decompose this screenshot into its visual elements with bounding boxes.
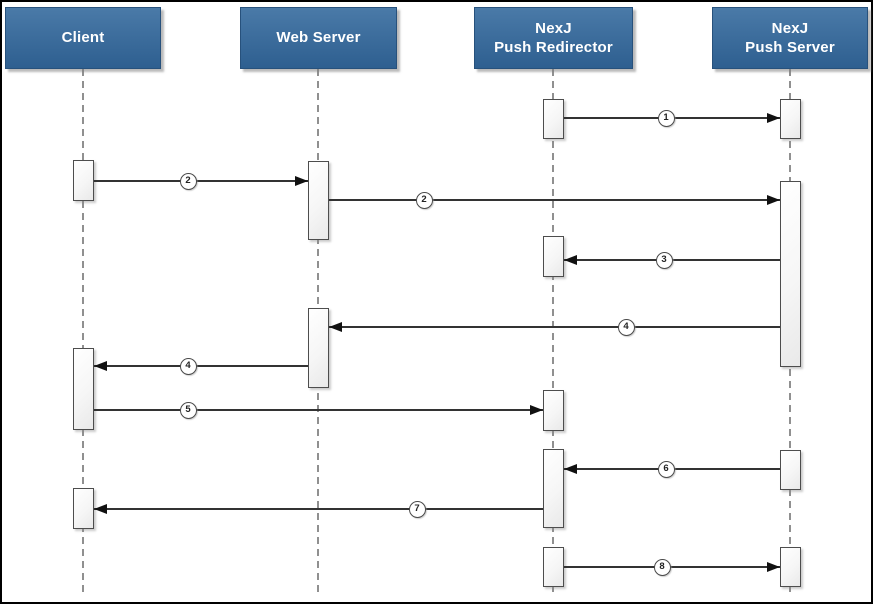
message-number: 6	[663, 463, 669, 475]
actor-header-web-server: Web Server	[240, 7, 397, 69]
arrowhead-icon	[93, 360, 107, 371]
actor-header-push-redirector: NexJ Push Redirector	[474, 7, 633, 69]
activation-push-server	[779, 99, 801, 139]
message-number: 4	[185, 360, 191, 372]
message-number: 5	[185, 404, 191, 416]
message-number-badge: 7	[408, 500, 426, 518]
arrowhead-icon	[766, 194, 780, 205]
activation-push-redirector	[542, 449, 564, 528]
activation-push-server	[779, 181, 801, 367]
actor-header-client: Client	[5, 7, 161, 69]
message-number-badge: 2	[179, 172, 197, 190]
activation-web-server	[307, 308, 329, 388]
message-line	[563, 566, 780, 568]
actor-header-push-server: NexJ Push Server	[712, 7, 868, 69]
arrowhead-icon	[93, 503, 107, 514]
arrowhead-icon	[766, 112, 780, 123]
activation-push-redirector	[542, 236, 564, 277]
arrowhead-icon	[563, 463, 577, 474]
message-number-badge: 2	[415, 191, 433, 209]
message-line	[328, 199, 780, 201]
message-number: 2	[185, 175, 191, 187]
activation-client	[72, 160, 94, 201]
message-number: 1	[663, 112, 669, 124]
message-number: 7	[414, 503, 420, 515]
activation-push-server	[779, 547, 801, 587]
message-number: 8	[659, 561, 665, 573]
arrowhead-icon	[328, 321, 342, 332]
arrowhead-icon	[294, 175, 308, 186]
message-number-badge: 4	[179, 357, 197, 375]
message-line	[93, 508, 543, 510]
lifeline-push-redirector	[552, 69, 554, 596]
message-number-badge: 8	[653, 558, 671, 576]
message-number-badge: 6	[657, 460, 675, 478]
message-number: 4	[623, 321, 629, 333]
message-line	[93, 365, 308, 367]
arrowhead-icon	[529, 404, 543, 415]
message-line	[328, 326, 780, 328]
activation-push-redirector	[542, 547, 564, 587]
actor-label: NexJ Push Server	[745, 19, 835, 57]
activation-push-server	[779, 450, 801, 490]
activation-web-server	[307, 161, 329, 240]
message-line	[93, 180, 308, 182]
message-number: 3	[661, 254, 667, 266]
actor-label: Client	[61, 29, 105, 47]
actor-label: Web Server	[276, 29, 361, 47]
activation-client	[72, 348, 94, 430]
message-number-badge: 5	[179, 401, 197, 419]
arrowhead-icon	[766, 561, 780, 572]
lifeline-client	[82, 69, 84, 596]
message-number-badge: 3	[655, 251, 673, 269]
arrowhead-icon	[563, 254, 577, 265]
activation-push-redirector	[542, 99, 564, 139]
activation-client	[72, 488, 94, 529]
actor-label: NexJ Push Redirector	[494, 19, 613, 57]
message-number-badge: 1	[657, 109, 675, 127]
message-line	[93, 409, 543, 411]
message-number-badge: 4	[617, 318, 635, 336]
message-number: 2	[421, 194, 427, 206]
activation-push-redirector	[542, 390, 564, 431]
